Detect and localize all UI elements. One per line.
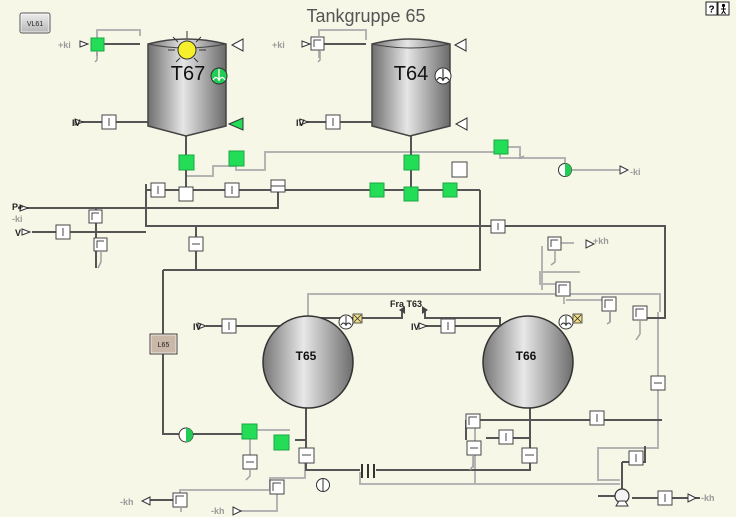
- manual-valve[interactable]: [650, 375, 666, 391]
- flow-indicator-icon: [558, 163, 572, 177]
- agitator-icon: [558, 314, 574, 330]
- vl61-button[interactable]: VL61: [19, 12, 51, 34]
- sun-icon: [168, 31, 206, 63]
- drain-hooks: [94, 50, 641, 512]
- three-way-valve[interactable]: [632, 305, 648, 321]
- manual-valve[interactable]: [221, 318, 237, 334]
- flow-indicator-icon: [178, 427, 194, 443]
- vl61-button-label: VL61: [27, 21, 43, 28]
- label-minus-kh: -kh: [211, 506, 225, 516]
- label-minus-ki: -ki: [12, 214, 23, 224]
- label-plus-ki: +ki: [272, 40, 285, 50]
- manual-valve[interactable]: [298, 447, 315, 464]
- label-fra-t63: Fra T63: [390, 299, 422, 309]
- three-way-valve[interactable]: [88, 209, 103, 224]
- flange-icon: [361, 464, 375, 478]
- manual-valve[interactable]: [451, 161, 468, 178]
- level-indicator-icon: [227, 38, 468, 131]
- three-way-valve[interactable]: [172, 492, 188, 508]
- labels: +ki +ki IV IV P+ -ki V -ki +kh Fra T63 I…: [12, 40, 715, 516]
- tank-t65-label: T65: [296, 349, 317, 363]
- pump-icon[interactable]: [614, 488, 630, 507]
- label-iv: IV: [72, 118, 81, 128]
- tank-t65[interactable]: T65: [262, 315, 354, 409]
- flow-indicator-icon: [316, 478, 330, 492]
- l65-button-label: L65: [158, 342, 170, 349]
- arrow-icon: [399, 306, 428, 314]
- manual-valve[interactable]: [188, 236, 204, 252]
- tank-t64-label: T64: [394, 63, 428, 85]
- agitator-icon: [338, 314, 354, 330]
- three-way-valve[interactable]: [93, 237, 108, 252]
- page-title: Tankgruppe 65: [306, 6, 425, 26]
- three-way-valves: [88, 36, 648, 508]
- valve-active[interactable]: [241, 423, 258, 440]
- label-iv: IV: [411, 322, 420, 332]
- manual-valve[interactable]: [628, 450, 644, 466]
- svg-text:?: ?: [708, 5, 714, 16]
- label-plus-ki: +ki: [58, 40, 71, 50]
- three-way-valve[interactable]: [601, 296, 617, 312]
- label-iv: IV: [193, 322, 202, 332]
- alarm-flag-icon: [572, 313, 583, 324]
- label-v: V: [15, 228, 21, 238]
- manual-valve[interactable]: [224, 182, 240, 198]
- label-minus-kh: -kh: [701, 493, 715, 503]
- manual-valve[interactable]: [55, 224, 71, 240]
- manual-valve[interactable]: [440, 318, 456, 334]
- three-way-valve[interactable]: [555, 281, 571, 297]
- arrow-icon: [19, 40, 698, 516]
- label-iv: IV: [296, 118, 305, 128]
- label-minus-kh: -kh: [120, 497, 134, 507]
- agitator-icon: [434, 67, 452, 85]
- manual-valve[interactable]: [521, 447, 538, 464]
- l65-button[interactable]: L65: [149, 333, 178, 355]
- manual-valve[interactable]: [101, 114, 117, 130]
- three-way-valve[interactable]: [465, 413, 481, 429]
- valve-active[interactable]: [369, 182, 385, 198]
- manual-valve[interactable]: [178, 186, 194, 202]
- help-icon[interactable]: ?: [705, 1, 718, 16]
- manual-valves: [55, 114, 673, 506]
- label-p-plus: P+: [12, 202, 23, 212]
- valve-active[interactable]: [403, 154, 420, 171]
- valve-active[interactable]: [90, 37, 105, 52]
- valve-active[interactable]: [403, 186, 419, 202]
- tank-t67-label: T67: [171, 63, 205, 85]
- manual-valve[interactable]: [325, 114, 341, 130]
- tank-t66[interactable]: T66: [482, 315, 574, 409]
- valve-active[interactable]: [228, 150, 245, 167]
- manual-valve[interactable]: [490, 219, 506, 234]
- manual-valve[interactable]: [150, 182, 166, 198]
- active-valves: [90, 37, 509, 451]
- manual-valve[interactable]: [589, 410, 605, 426]
- three-way-valve[interactable]: [269, 479, 285, 495]
- alarm-flag-icon: [352, 313, 363, 324]
- person-icon[interactable]: [717, 1, 730, 16]
- valve-active[interactable]: [442, 182, 458, 198]
- process-pipes: [18, 43, 700, 501]
- valve-active[interactable]: [273, 434, 290, 451]
- three-way-valve[interactable]: [547, 236, 562, 251]
- valve-active[interactable]: [178, 154, 195, 171]
- tank-t66-label: T66: [516, 349, 537, 363]
- tank-t64[interactable]: T64: [371, 38, 451, 137]
- manual-valve[interactable]: [242, 454, 258, 470]
- label-plus-kh: +kh: [593, 236, 609, 246]
- manual-valve[interactable]: [498, 429, 514, 445]
- manual-valve[interactable]: [270, 179, 286, 193]
- label-minus-ki: -ki: [630, 167, 641, 177]
- manual-valve[interactable]: [657, 490, 673, 506]
- three-way-valve[interactable]: [310, 36, 325, 51]
- agitator-icon: [210, 67, 228, 85]
- valve-active[interactable]: [493, 139, 509, 155]
- manual-valve[interactable]: [466, 440, 482, 456]
